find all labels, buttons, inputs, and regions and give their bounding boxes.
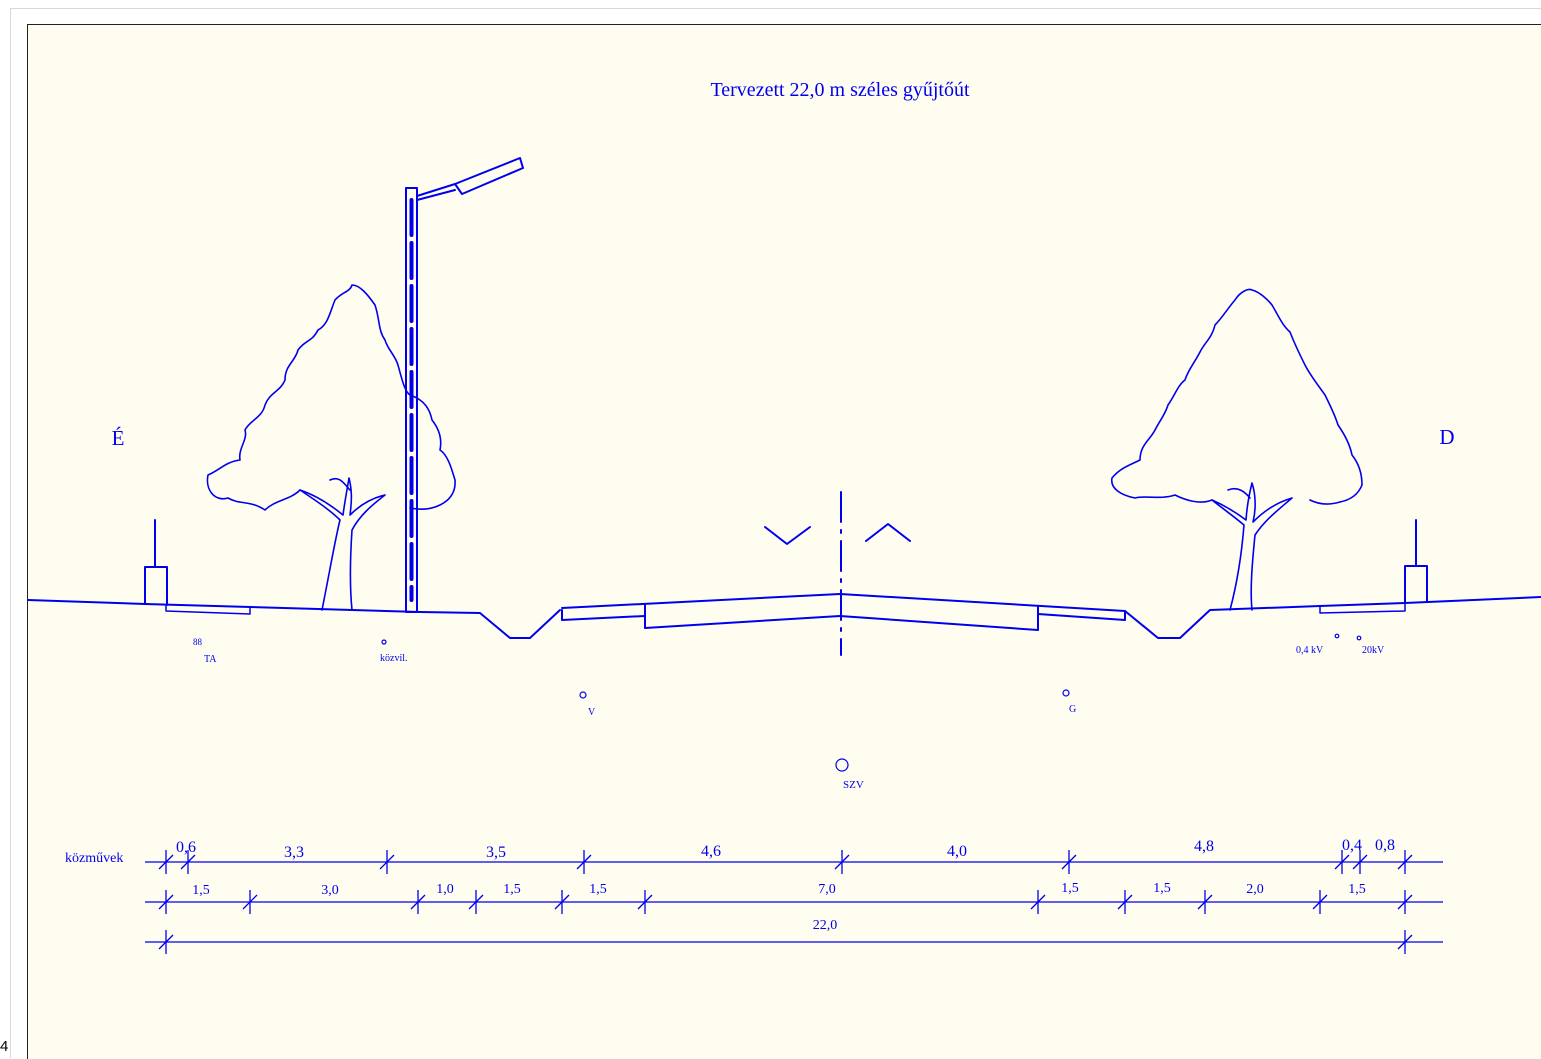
low-voltage-cable-symbol <box>1334 633 1340 639</box>
dimension-label: 7,0 <box>818 882 836 897</box>
road-base-left <box>561 609 646 621</box>
dimension-label: 1,5 <box>1061 881 1079 896</box>
telecom-cable-symbol: 88 <box>193 637 203 647</box>
dimension-label: 3,3 <box>284 844 304 861</box>
dimension-label: 0,8 <box>1375 837 1395 854</box>
dimension-label: 1,0 <box>436 882 454 897</box>
page-number: 4 <box>0 1038 9 1055</box>
slope-indicator-left <box>764 526 811 545</box>
dimension-label: 0,4 <box>1342 837 1362 854</box>
dimension-label: 1,5 <box>1348 882 1366 897</box>
dimension-label: 3,5 <box>486 844 506 861</box>
water-label: V <box>588 707 596 718</box>
orientation-north: É <box>112 426 125 450</box>
drawing-title: Tervezett 22,0 m széles gyűjtőút <box>710 79 970 101</box>
slope-indicator-right <box>865 523 911 542</box>
low-voltage-label: 0,4 kV <box>1296 645 1324 656</box>
sewer-label: SZV <box>843 779 864 791</box>
sidewalk-right <box>1319 602 1406 614</box>
property-marker-left <box>144 566 168 606</box>
ground-line-right <box>1124 596 1541 639</box>
road-surface-left <box>561 593 841 609</box>
sidewalk-left <box>165 605 251 615</box>
outer-frame-top <box>10 8 1541 9</box>
dimension-label: 4,6 <box>701 843 721 860</box>
property-marker-right <box>1404 565 1428 604</box>
dimension-label: 4,0 <box>947 843 967 860</box>
street-light-pole <box>405 157 524 613</box>
dimension-ticks <box>158 850 1413 954</box>
dimension-label: 2,0 <box>1246 882 1264 897</box>
dimension-label: 1,5 <box>503 882 521 897</box>
road-base-center-left <box>644 603 841 629</box>
high-voltage-label: 20kV <box>1362 645 1385 656</box>
sewer-pipe-symbol <box>835 758 849 772</box>
dimension-label: 0,6 <box>176 839 196 856</box>
water-pipe-symbol <box>579 691 587 699</box>
dimension-label: 1,5 <box>192 883 210 898</box>
tree-left <box>206 284 456 611</box>
gas-pipe-symbol <box>1062 689 1070 697</box>
total-width-label: 22,0 <box>813 918 838 933</box>
gas-label: G <box>1069 704 1076 715</box>
road-surface-right <box>839 593 1126 612</box>
utilities-row-label: közművek <box>65 851 123 866</box>
dimension-label: 4,8 <box>1194 838 1214 855</box>
road-base-center-right <box>839 606 1039 631</box>
tree-right <box>1111 288 1363 611</box>
street-light-cable-symbol <box>381 639 387 645</box>
orientation-south: D <box>1439 425 1454 449</box>
street-light-label: közvil. <box>380 653 408 664</box>
road-base-right <box>1037 610 1126 621</box>
dimension-label: 1,5 <box>1153 881 1171 896</box>
outer-frame-left <box>10 8 11 1058</box>
dimension-label: 1,5 <box>589 882 607 897</box>
dimension-label: 3,0 <box>321 883 339 898</box>
telecom-label: TA <box>204 654 217 665</box>
high-voltage-cable-symbol <box>1356 635 1362 641</box>
ground-line-left <box>27 599 561 639</box>
